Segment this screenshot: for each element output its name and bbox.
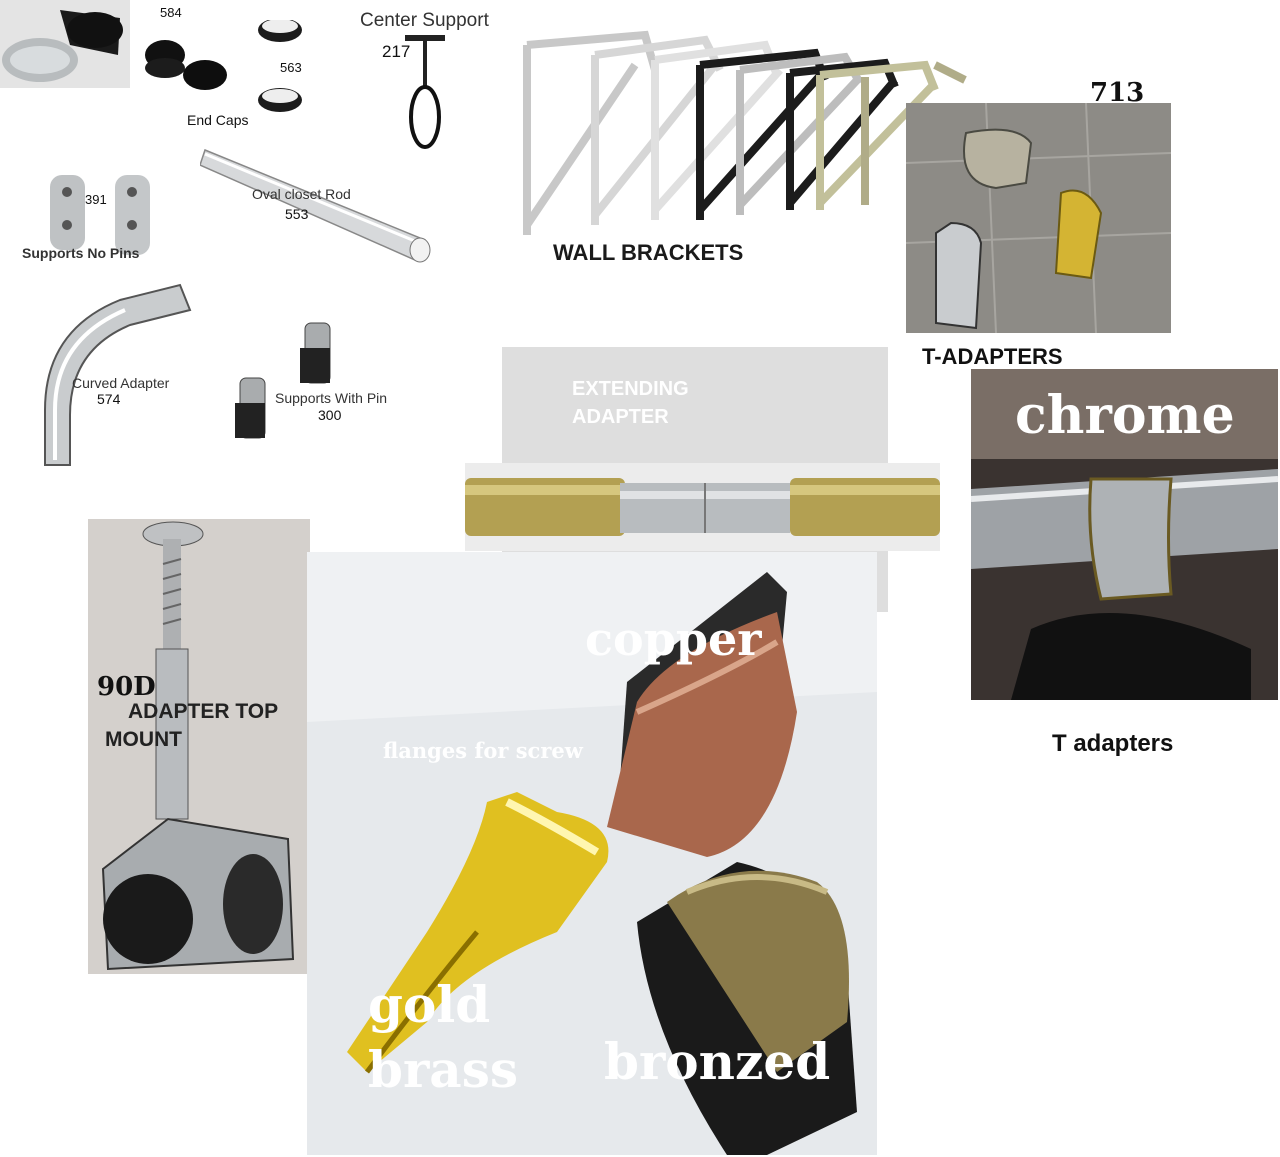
copper-label: copper [585, 612, 762, 666]
top-mount-number: 90D [97, 672, 156, 702]
end-caps-images [140, 20, 315, 130]
t-adapters-label: T adapters [1052, 730, 1174, 757]
flanges-label: flanges for screw [383, 738, 583, 763]
center-support-number: 217 [382, 42, 411, 61]
supports-with-pin-label: Supports With Pin [275, 390, 388, 406]
extending-adapter-label-2: ADAPTER [572, 406, 669, 428]
brass-label: brass [368, 1040, 518, 1099]
oval-rod-image [200, 140, 440, 265]
end-caps-number-563: 563 [280, 60, 302, 75]
t-adapters-caps-label: T-ADAPTERS [922, 344, 1063, 369]
supports-with-pin-number: 300 [318, 407, 342, 423]
center-support-image [395, 35, 455, 155]
t-adapter-photo [906, 103, 1171, 333]
end-caps-photo [0, 0, 130, 88]
end-caps-label: End Caps [187, 112, 249, 128]
supports-with-pin-image [230, 318, 340, 448]
wall-brackets-label: WALL BRACKETS [553, 240, 744, 265]
chrome-label: chrome [1015, 385, 1235, 446]
chrome-t-adapter-photo [971, 369, 1278, 700]
top-mount-photo [88, 519, 310, 974]
supports-no-pins-number: 391 [85, 192, 107, 207]
curved-adapter-label: Curved Adapter [72, 375, 170, 391]
top-mount-label-1: ADAPTER TOP [128, 700, 279, 723]
curved-adapter-number: 574 [97, 391, 121, 407]
extending-adapter-rod-photo [465, 463, 940, 551]
oval-rod-number: 553 [285, 206, 309, 222]
top-mount-label-2: MOUNT [105, 728, 182, 751]
curved-adapter-image [30, 280, 200, 470]
flanges-photo [307, 552, 877, 1155]
supports-no-pins-label: Supports No Pins [22, 245, 140, 261]
oval-rod-label: Oval closet Rod [252, 186, 351, 202]
gold-label: gold [368, 975, 491, 1034]
center-support-label: Center Support [360, 10, 489, 31]
supports-no-pins-image [45, 170, 160, 260]
extending-adapter-label-1: EXTENDING [572, 378, 689, 400]
bronzed-label: bronzed [604, 1032, 831, 1091]
end-caps-number-584: 584 [160, 5, 182, 20]
